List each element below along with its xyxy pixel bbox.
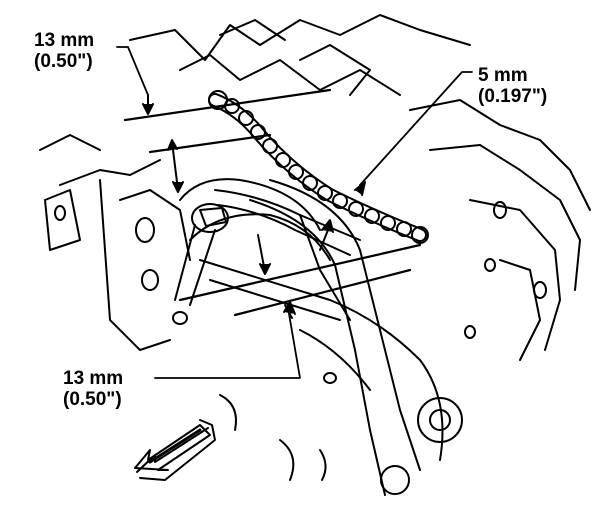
dimension-metric: 13 mm: [63, 368, 124, 389]
leader-lines: [116, 46, 473, 379]
measurement-reference-lines: [123, 88, 422, 317]
dimension-imperial: (0.50"): [63, 389, 122, 410]
dimension-label-top-right: 5 mm (0.197"): [478, 65, 547, 107]
dimension-imperial: (0.197"): [478, 86, 548, 107]
dimension-metric: 5 mm: [478, 65, 528, 86]
dimension-label-bottom: 13 mm (0.50"): [63, 368, 123, 410]
dimension-arrows: [142, 94, 366, 319]
timing-cover: [219, 179, 463, 496]
engine-block-outline: [39, 14, 591, 361]
tensioner-bolt: [174, 203, 229, 306]
mounting-holes: [54, 201, 547, 384]
dimension-label-top-left: 13 mm (0.50"): [34, 30, 94, 72]
tensioner-arm: [214, 189, 361, 321]
front-direction-arrow-icon: [134, 419, 216, 481]
timing-chain: [208, 90, 429, 244]
dimension-metric: 13 mm: [34, 30, 95, 51]
dimension-imperial: (0.50"): [34, 51, 93, 72]
